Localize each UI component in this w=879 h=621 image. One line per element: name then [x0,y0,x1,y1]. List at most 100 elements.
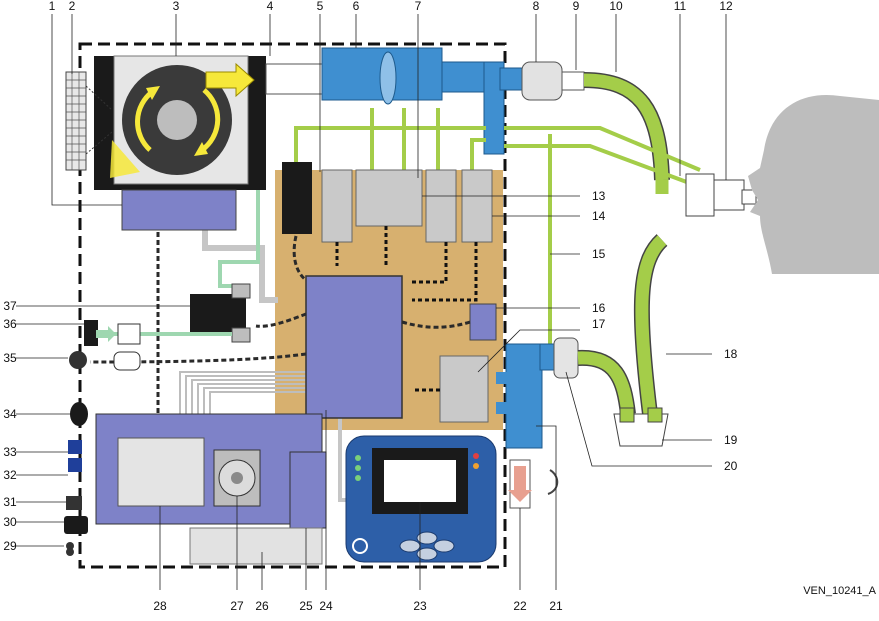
user-interface-panel[interactable] [345,435,497,563]
display-screen [384,460,456,502]
inspiratory-valve-block [321,47,523,155]
signal-paths [335,226,478,392]
grey-cable-display [338,418,348,502]
callout-10: 10 [609,0,623,13]
callout-9: 9 [573,0,580,13]
tube-connector [561,71,585,91]
yellow-arrow-icon [146,86,160,100]
manifold-riser [483,61,505,155]
power-button-icon[interactable] [352,538,368,554]
callout-5: 5 [317,0,324,13]
main-processor [305,275,403,419]
callout-29: 29 [3,539,17,553]
flow-sensor-a [321,169,353,243]
callout-34: 34 [3,407,17,421]
callout-17: 17 [592,317,606,331]
callout-19: 19 [724,433,738,447]
callout-30: 30 [3,515,17,529]
power-board [64,413,327,565]
callout-4: 4 [267,0,274,13]
filter-mesh [66,72,86,170]
heater-loop [547,469,559,495]
oxygen-arrow-icon [96,326,116,342]
wye-connector [685,173,715,217]
return-hose [635,235,667,415]
ribbon-cable [179,371,310,420]
exhaust-arrow-icon [508,466,532,502]
blower-hub [157,100,197,140]
board-component-16 [469,303,497,341]
port-29b [66,548,74,556]
yellow-arrow-icon [110,140,140,178]
rotation-arrow-right [200,88,221,153]
callout-11: 11 [674,0,687,13]
oxygen-inlet-port [84,320,98,346]
valve-orifice [379,51,397,105]
callout-32: 32 [3,468,17,482]
pcb-panel [117,437,205,507]
port-29a [66,542,74,550]
reference-id: VEN_10241_A [803,585,876,597]
port-31 [66,496,82,510]
callout-14: 14 [592,209,606,223]
outlet-filter [521,61,563,101]
blower-motor-driver [121,189,237,231]
callout-3: 3 [173,0,180,13]
callout-20: 20 [724,459,738,473]
battery-cell-icon [70,402,88,426]
callout-6: 6 [353,0,360,13]
navigation-keys[interactable] [399,531,455,561]
pressure-sensor-dark [282,162,312,234]
outlet-port [499,67,523,91]
callout-7: 7 [415,0,422,13]
callout-12: 12 [719,0,733,13]
alarm-module [113,351,141,371]
power-plug-icon [64,516,88,534]
power-module-25 [289,451,327,529]
callout-28: 28 [153,599,167,613]
callout-21: 21 [549,599,563,613]
oxygen-filter [117,323,141,345]
expiratory-valve [505,343,543,449]
usb-port-upper [68,440,82,454]
callout-8: 8 [533,0,540,13]
battery-pack [189,527,323,565]
fitting-upper [231,283,251,299]
speaker-icon [69,351,87,369]
callout-26: 26 [255,599,269,613]
callout-35: 35 [3,351,17,365]
callout-16: 16 [592,301,606,315]
callout-33: 33 [3,445,17,459]
intake-filter [65,71,87,171]
fitting-lower [231,327,251,343]
patient-interface-12 [713,179,745,211]
callout-27: 27 [230,599,244,613]
callout-31: 31 [3,495,17,509]
grey-cable-upper [202,228,278,303]
patient-profile-icon [748,94,879,274]
sensor-modules [282,162,497,423]
callout-36: 36 [3,317,17,331]
expiratory-hose [577,351,635,415]
exp-valve-port [539,343,555,371]
oxygen-valve [190,294,246,334]
callout-22: 22 [513,599,527,613]
callout-13: 13 [592,189,606,203]
blower-outlet [265,63,327,95]
cooling-fan-hub [231,472,243,484]
callout-leaders [16,14,727,590]
callout-2: 2 [69,0,76,13]
flow-sensor-d [461,169,493,243]
flow-sensor-b [355,169,423,227]
callout-18: 18 [724,347,738,361]
callout-25: 25 [299,599,313,613]
expiratory-assembly [496,337,636,509]
mouthpiece [741,189,757,205]
callout-1: 1 [49,0,56,13]
callout-23: 23 [413,599,427,613]
yellow-arrow-icon [205,62,255,98]
inspiratory-hose [583,73,669,181]
